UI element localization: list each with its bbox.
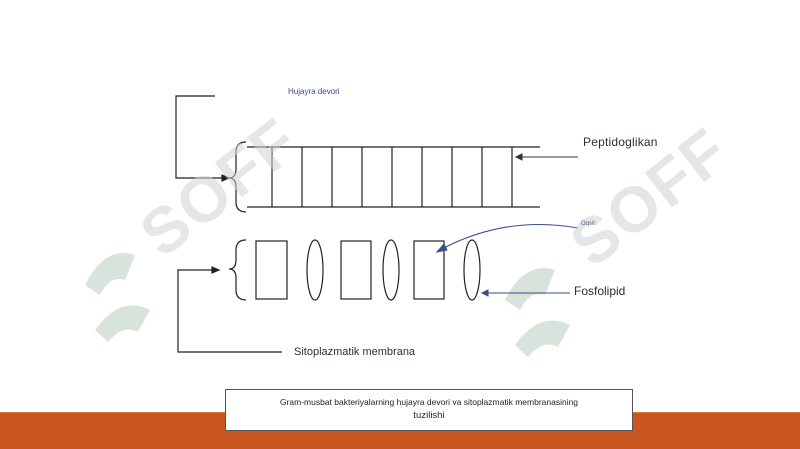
protein-arrow — [435, 224, 579, 253]
peptidoglycan-arrow — [514, 153, 578, 161]
phospholipid-ellipse — [463, 239, 481, 301]
membrane-label: Sitoplazmatik membrana — [294, 346, 416, 358]
protein-block — [255, 240, 288, 300]
phospholipid-arrow — [480, 289, 570, 297]
membrane-bracket — [177, 239, 282, 353]
peptidoglycan-layer — [247, 146, 540, 208]
peptidoglycan-label: Peptidoglikan — [583, 135, 658, 149]
phospholipid-ellipse — [306, 239, 324, 301]
watermark-logo-right — [505, 268, 570, 357]
figure-caption: Gram-musbat bakteriyalarning hujayra dev… — [225, 389, 633, 431]
protein-block — [413, 240, 445, 300]
caption-line-1: Gram-musbat bakteriyalarning hujayra dev… — [279, 397, 579, 407]
phospholipid-ellipse — [382, 239, 400, 301]
cell-wall-label: Hujayra devori — [288, 87, 340, 96]
membrane-layer — [255, 239, 481, 301]
caption-line-2: tuzilishi — [413, 410, 445, 421]
cell-wall-bracket — [175, 95, 247, 213]
protein-label: Oqsil — [581, 221, 595, 227]
watermark-logo-left — [85, 253, 150, 342]
protein-block — [340, 240, 372, 300]
phospholipid-label: Fosfolipid — [574, 284, 626, 298]
